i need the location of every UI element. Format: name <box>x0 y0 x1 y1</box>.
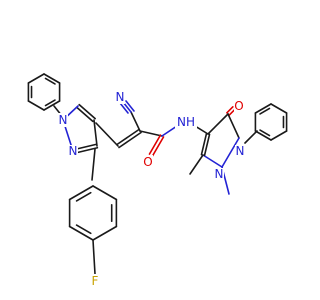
bond <box>91 148 96 181</box>
nitrile-n-label: N <box>116 90 125 104</box>
bond <box>130 111 141 132</box>
nitrile-triple-bond <box>125 100 135 112</box>
phenyl-ring-bond <box>43 100 61 111</box>
pyrazole-n1-label: N <box>59 113 68 127</box>
carbonyl-double-bond <box>148 134 162 155</box>
nitrile-triple-bond <box>119 102 129 114</box>
pyrazolone-bond <box>221 137 240 168</box>
bond <box>194 125 209 135</box>
phenyl-ring-bond <box>27 73 45 84</box>
methyl-bond <box>189 154 204 175</box>
pyrazolone-n2-label: N <box>215 167 224 181</box>
fluorophenyl-ring-bond <box>92 225 118 241</box>
ring-o-label: O <box>234 99 243 113</box>
bond <box>161 125 178 137</box>
bond <box>92 239 96 275</box>
amide-o-label: O <box>143 155 152 169</box>
structure-svg: N O NH O N N N N F <box>27 73 288 288</box>
pyrazolone-bond <box>207 113 229 135</box>
pyrazole-double-bond <box>78 103 96 120</box>
fluorophenyl-ring-bond <box>92 185 118 201</box>
bond <box>244 130 258 144</box>
phenyl-ring-bond <box>27 100 45 111</box>
phenyl-ring-bond <box>254 130 272 141</box>
atom-labels-layer: N O NH O N N N N F <box>58 90 245 288</box>
pyrazole-double-bond <box>76 106 94 123</box>
pyrazolone-double-bond <box>203 133 211 157</box>
amide-nh-label: NH <box>177 115 195 129</box>
bond <box>139 130 163 137</box>
fluorine-label: F <box>92 274 99 288</box>
pyrazole-bond <box>93 119 98 147</box>
pyrazolone-double-bond <box>200 132 208 156</box>
fluorophenyl-ring-bond <box>75 191 92 202</box>
bonds-layer <box>27 73 288 275</box>
phenyl-ring-bond <box>254 103 272 114</box>
phenyl-ring-bond <box>270 103 288 114</box>
alkene-double-bond <box>116 128 140 146</box>
fluorophenyl-ring-bond <box>75 224 92 235</box>
pyrazole-double-bond <box>74 143 98 151</box>
pyrazolone-bond <box>227 113 240 139</box>
bond <box>95 122 119 147</box>
fluorophenyl-ring-bond <box>68 225 94 241</box>
phenyl-ring-bond <box>259 107 271 115</box>
pyrazole-n2-label: N <box>69 144 78 158</box>
pyrazolone-n1-label: N <box>236 144 245 158</box>
ring-carbonyl-double-bond <box>226 106 234 114</box>
phenyl-ring-bond <box>270 130 288 141</box>
alkene-double-bond <box>118 131 142 149</box>
pyrazole-double-bond <box>75 146 99 154</box>
pyrazolone-bond <box>202 154 223 168</box>
molecule-diagram: N O NH O N N N N F <box>27 73 288 288</box>
phenyl-ring-bond <box>43 73 61 84</box>
fluorophenyl-ring-bond <box>68 185 94 201</box>
carbonyl-double-bond <box>151 136 165 157</box>
phenyl-ring-bond <box>44 99 56 107</box>
phenyl-ring-bond <box>259 129 271 137</box>
phenyl-ring-bond <box>44 77 56 85</box>
